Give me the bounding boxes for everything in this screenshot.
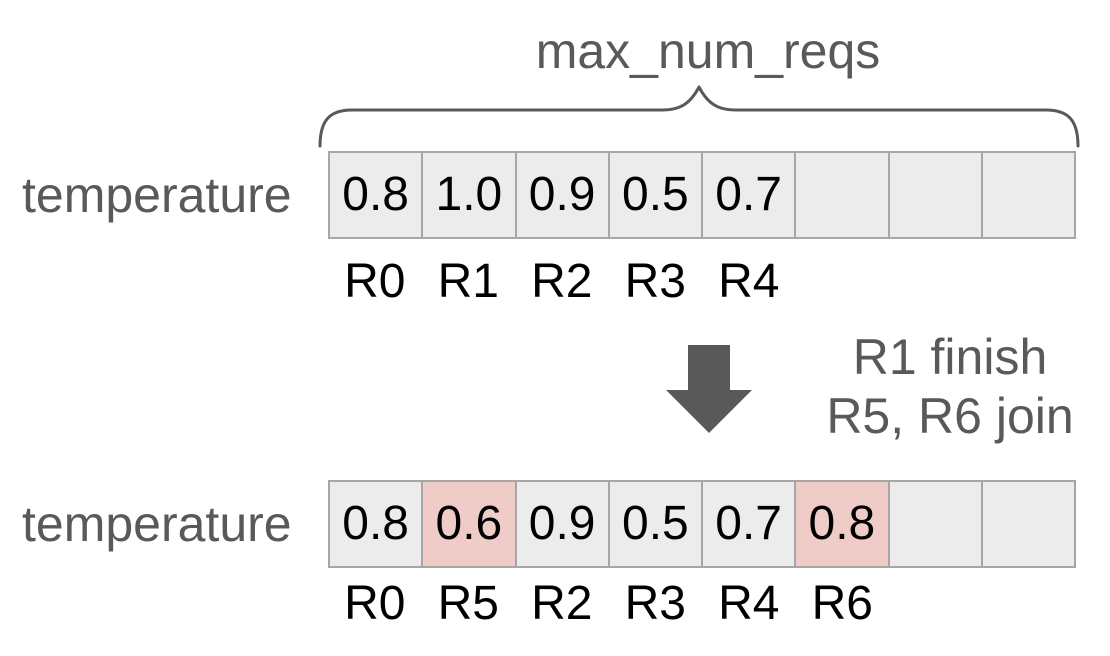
request-label xyxy=(983,578,1077,630)
transition-line1: R1 finish xyxy=(852,329,1048,385)
temp-cell: 0.7 xyxy=(701,151,797,239)
request-label: R2 xyxy=(531,255,593,308)
down-arrow-icon xyxy=(666,345,752,433)
temp-cell xyxy=(794,151,890,239)
temperature-array-after: 0.8 0.6 0.9 0.5 0.7 0.8 xyxy=(328,480,1076,568)
temp-cell: 0.6 xyxy=(421,480,517,568)
request-label: R0 xyxy=(344,255,406,308)
request-label xyxy=(889,578,983,630)
request-label: R0 xyxy=(344,577,406,630)
request-label: R3 xyxy=(624,255,686,308)
temp-cell xyxy=(980,151,1076,239)
max-num-reqs-label: max_num_reqs xyxy=(535,23,881,79)
temp-cell: 0.7 xyxy=(701,480,797,568)
temp-cell: 1.0 xyxy=(421,151,517,239)
request-labels-before: R0 R1 R2 R3 R4 xyxy=(328,256,1076,308)
request-label: R3 xyxy=(624,577,686,630)
request-label: R6 xyxy=(811,577,873,630)
request-label: R2 xyxy=(531,577,593,630)
row-label-temperature-before: temperature xyxy=(22,167,292,223)
brace-path xyxy=(318,85,1080,148)
temp-cell xyxy=(980,480,1076,568)
request-label xyxy=(796,256,890,308)
temp-cell xyxy=(887,151,983,239)
request-label xyxy=(889,256,983,308)
request-label xyxy=(983,256,1077,308)
temp-cell: 0.8 xyxy=(328,480,424,568)
temp-cell: 0.8 xyxy=(328,151,424,239)
temp-cell: 0.5 xyxy=(607,151,703,239)
down-arrow-shape xyxy=(666,345,752,433)
row-label-temperature-after: temperature xyxy=(22,496,292,552)
brace-bracket xyxy=(318,85,1080,148)
temp-cell: 0.5 xyxy=(607,480,703,568)
request-label: R1 xyxy=(437,255,499,308)
request-label: R5 xyxy=(437,577,499,630)
request-label: R4 xyxy=(718,255,780,308)
temp-cell xyxy=(887,480,983,568)
temp-cell: 0.8 xyxy=(794,480,890,568)
temperature-array-before: 0.8 1.0 0.9 0.5 0.7 xyxy=(328,151,1076,239)
request-labels-after: R0 R5 R2 R3 R4 R6 xyxy=(328,578,1076,630)
transition-line2: R5, R6 join xyxy=(826,388,1074,444)
transition-text: R1 finish R5, R6 join xyxy=(798,328,1102,446)
temp-cell: 0.9 xyxy=(514,151,610,239)
temp-cell: 0.9 xyxy=(514,480,610,568)
request-label: R4 xyxy=(718,577,780,630)
